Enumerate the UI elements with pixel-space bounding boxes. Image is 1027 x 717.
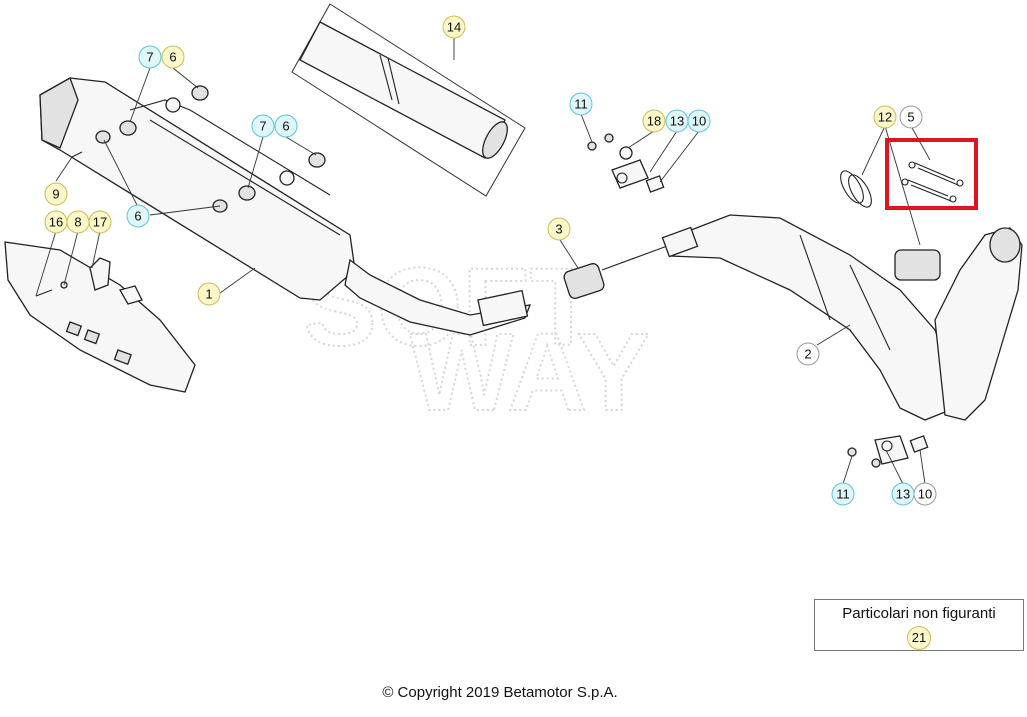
callout-circle [161, 45, 185, 69]
callout-circle [547, 217, 571, 241]
callout-circle [88, 210, 112, 234]
callout-c13b[interactable]: 13 [891, 482, 915, 506]
callout-c14[interactable]: 14 [442, 15, 466, 39]
callout-c11a[interactable]: 11 [569, 92, 593, 116]
part-12-o-rings[interactable] [836, 167, 876, 210]
callout-label: 13 [670, 114, 684, 129]
callout-c17[interactable]: 17 [88, 210, 112, 234]
callout-label: 11 [574, 97, 588, 112]
callout-c6a[interactable]: 6 [161, 45, 185, 69]
part-2-expansion-chamber[interactable] [661, 214, 1023, 421]
part-3-coupling[interactable] [563, 244, 671, 300]
callout-label: 10 [918, 487, 932, 502]
callout-label: 3 [555, 222, 562, 237]
callout-label: 6 [282, 119, 289, 134]
legend-title: Particolari non figuranti [842, 605, 996, 622]
highlight-box [885, 138, 978, 210]
callout-circle [442, 15, 466, 39]
callout-label: 18 [647, 114, 661, 129]
callout-circle [251, 114, 275, 138]
callout-label: 1 [205, 287, 212, 302]
callout-label: 5 [907, 110, 914, 125]
callout-circle [197, 282, 221, 306]
callout-label: 7 [259, 119, 266, 134]
callout-c7b[interactable]: 7 [251, 114, 275, 138]
callout-label: 13 [896, 487, 910, 502]
copyright-text: © Copyright 2019 Betamotor S.p.A. [382, 684, 618, 701]
grommets[interactable] [71, 85, 326, 213]
callout-label: 17 [93, 215, 107, 230]
callout-c6c[interactable]: 6 [126, 204, 150, 228]
callout-c16[interactable]: 16 [44, 210, 68, 234]
callout-circle [831, 482, 855, 506]
heat-shield[interactable] [4, 241, 196, 393]
callout-circle [44, 182, 68, 206]
callout-label: 11 [836, 487, 850, 502]
upper-bracket[interactable] [587, 133, 665, 193]
callout-c10a[interactable]: 10 [687, 109, 711, 133]
callout-c5[interactable]: 5 [899, 105, 923, 129]
callout-circle [569, 92, 593, 116]
callout-label: 6 [169, 50, 176, 65]
callout-c7a[interactable]: 7 [138, 45, 162, 69]
callout-c18[interactable]: 18 [642, 109, 666, 133]
callout-circle [796, 342, 820, 366]
part-1-silencer[interactable] [39, 77, 532, 336]
callout-circle [899, 105, 923, 129]
callout-label: 16 [49, 215, 63, 230]
callout-label: 2 [804, 347, 811, 362]
callout-circle [665, 109, 689, 133]
callout-circle [274, 114, 298, 138]
callout-circle [126, 204, 150, 228]
callout-c6b[interactable]: 6 [274, 114, 298, 138]
callout-circle [138, 45, 162, 69]
callout-c10b[interactable]: 10 [913, 482, 937, 506]
callout-label: 7 [146, 50, 153, 65]
callout-label: 12 [878, 110, 892, 125]
callout-circle [44, 210, 68, 234]
callout-label: 10 [692, 114, 706, 129]
callout-c2[interactable]: 2 [796, 342, 820, 366]
callout-label: 8 [74, 215, 81, 230]
legend-number-badge[interactable]: 21 [907, 626, 931, 650]
callout-c13a[interactable]: 13 [665, 109, 689, 133]
callout-c9[interactable]: 9 [44, 182, 68, 206]
callout-label: 14 [447, 20, 461, 35]
callout-c1[interactable]: 1 [197, 282, 221, 306]
callout-c3[interactable]: 3 [547, 217, 571, 241]
callout-label: 9 [52, 187, 59, 202]
callout-circle [873, 105, 897, 129]
legend-box: Particolari non figuranti 21 [814, 599, 1024, 651]
part-5-springs[interactable] [901, 161, 964, 203]
lower-bracket[interactable] [847, 435, 929, 468]
callout-circle [642, 109, 666, 133]
part-14-silencer-packing[interactable] [291, 3, 526, 197]
leader-lines [35, 38, 931, 485]
callout-c8[interactable]: 8 [66, 210, 90, 234]
callout-label: 6 [134, 209, 141, 224]
callout-circle [891, 482, 915, 506]
callout-c12[interactable]: 12 [873, 105, 897, 129]
callout-c11b[interactable]: 11 [831, 482, 855, 506]
